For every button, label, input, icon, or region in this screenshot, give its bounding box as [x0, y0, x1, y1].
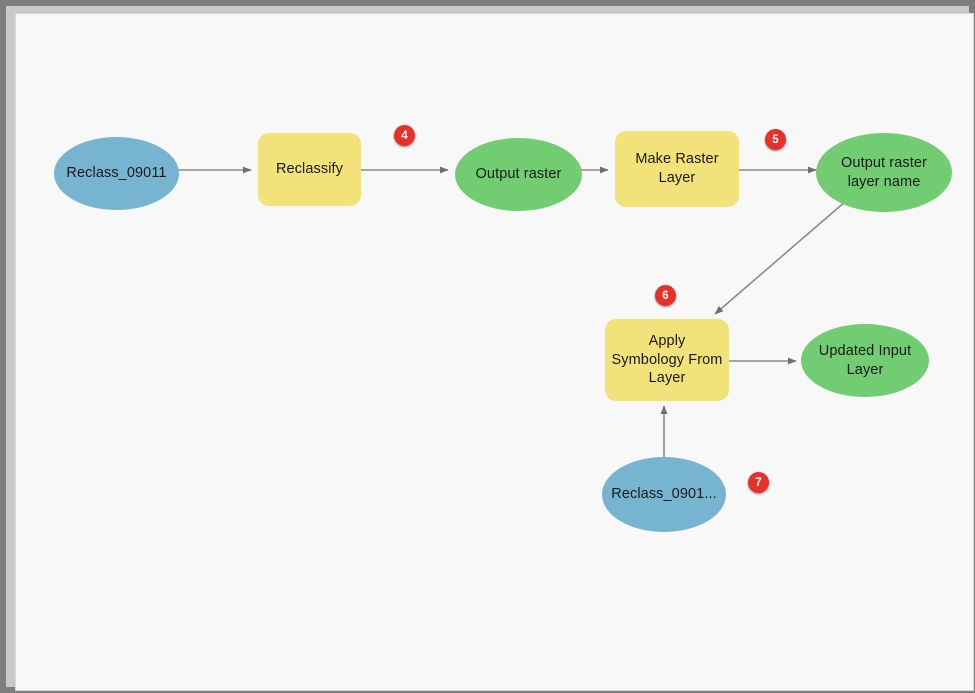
- node-updated_input_layer[interactable]: Updated Input Layer: [801, 324, 929, 397]
- node-label: Make Raster Layer: [635, 151, 719, 186]
- model-diagram-canvas[interactable]: Reclass_09011 Reclassify Output raster Make…: [16, 14, 973, 690]
- node-label: Output raster: [475, 166, 562, 183]
- step-badge-6[interactable]: 6: [655, 285, 676, 306]
- node-reclassify_tool[interactable]: Reclassify: [258, 133, 361, 206]
- node-output_raster[interactable]: Output raster: [455, 138, 582, 211]
- node-reclass_input[interactable]: Reclass_09011: [54, 137, 179, 210]
- step-badge-7[interactable]: 7: [748, 472, 769, 493]
- node-output_raster_layer_name[interactable]: Output raster layer name: [816, 133, 952, 212]
- node-label: Reclass_09011: [66, 165, 167, 182]
- step-badge-5[interactable]: 5: [765, 129, 786, 150]
- node-label: Reclassify: [275, 161, 344, 178]
- connector-arrow[interactable]: [714, 200, 847, 315]
- node-label: Output raster layer name: [841, 154, 927, 190]
- node-label: Reclass_0901...: [611, 486, 717, 503]
- node-apply_symbology_tool[interactable]: Apply Symbology From Layer: [605, 319, 729, 401]
- node-label: Apply Symbology From Layer: [611, 333, 723, 387]
- step-badge-4[interactable]: 4: [394, 125, 415, 146]
- node-make_raster_layer_tool[interactable]: Make Raster Layer: [615, 131, 739, 207]
- node-reclass_symbology_input[interactable]: Reclass_0901...: [602, 457, 726, 532]
- node-label: Updated Input Layer: [818, 342, 912, 378]
- model-canvas-frame: Reclass_09011 Reclassify Output raster Make…: [15, 13, 974, 691]
